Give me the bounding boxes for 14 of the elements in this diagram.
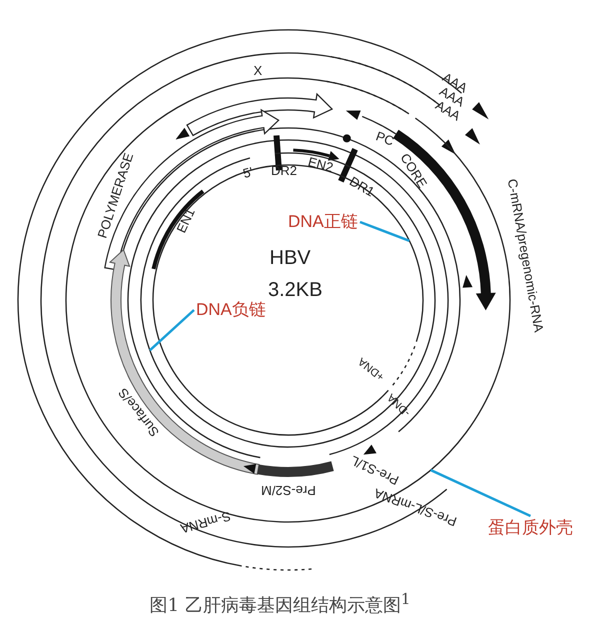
annotation-label: DNA正链 (288, 212, 358, 232)
diagram-label: S-mRNA (178, 509, 232, 535)
caption: 图1 乙肝病毒基因组结构示意图$^{1}$ (148, 590, 412, 617)
leader-line (360, 220, 410, 242)
diagram-label: 3.2KB (268, 280, 322, 300)
annotation-label: 蛋白质外壳 (488, 518, 573, 538)
diagram-label: HBV (270, 248, 311, 268)
annotation-label: DNA负链 (196, 300, 266, 320)
leader-line (430, 468, 532, 518)
leader-line (149, 309, 195, 352)
diagram-label: X (254, 64, 262, 76)
diagram-label: EN1 (174, 206, 196, 234)
diagram-label: Pre-S2/M (260, 484, 316, 496)
diagram-label: PC (374, 128, 396, 148)
